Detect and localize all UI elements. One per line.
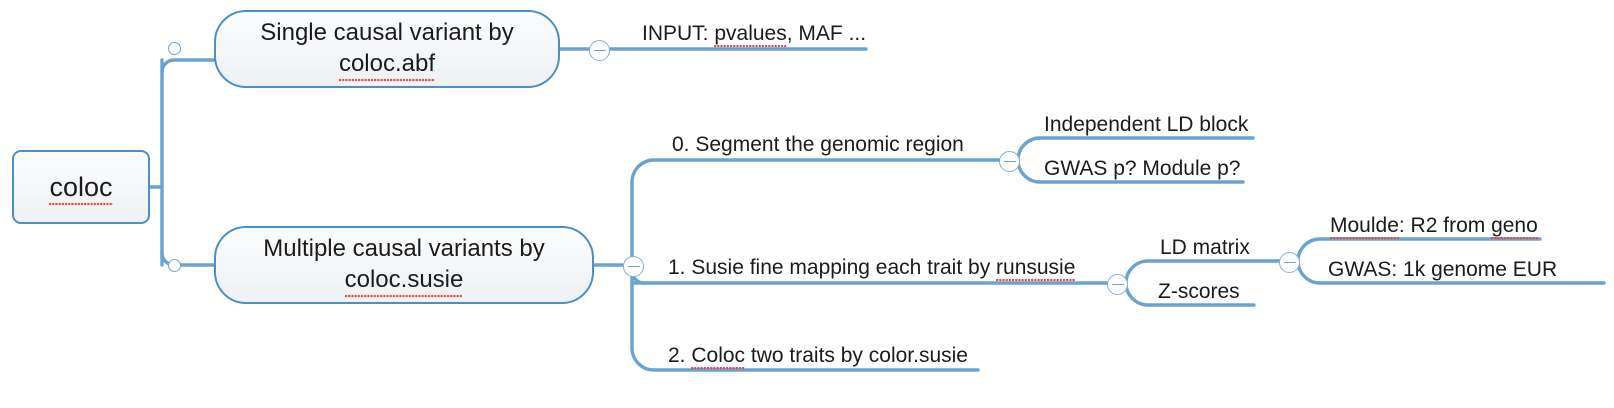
leaf-step-0-label: 0. Segment the genomic region <box>672 133 964 156</box>
leaf-step-2-misspelled: Coloc <box>691 344 746 370</box>
leaf-independent-ld-block-label: Independent LD block <box>1044 113 1249 136</box>
edge-root-to-abf <box>160 58 216 74</box>
leaf-z-scores[interactable]: Z-scores <box>1158 280 1240 304</box>
collapse-toggle-step-1[interactable] <box>1107 274 1128 295</box>
leaf-z-scores-label: Z-scores <box>1158 280 1240 303</box>
leaf-gwas-p-module-p-label: GWAS p? Module p? <box>1044 157 1241 180</box>
collapse-toggle-step-0[interactable] <box>999 151 1020 172</box>
leaf-geno-misspelled: geno <box>1491 214 1538 240</box>
leaf-gwas-1k-genome[interactable]: GWAS: 1k genome EUR <box>1328 258 1557 282</box>
root-label-text: coloc <box>49 170 113 206</box>
leaf-step-2[interactable]: 2. Coloc two traits by color.susie <box>668 344 968 370</box>
edge-susie-to-step0 <box>630 158 1002 184</box>
leaf-independent-ld-block[interactable]: Independent LD block <box>1044 113 1248 137</box>
leaf-input-prefix: INPUT: <box>642 22 715 45</box>
leaf-ld-matrix-label: LD matrix <box>1160 236 1250 259</box>
leaf-input-suffix: , MAF ... <box>786 22 867 45</box>
node-root-coloc[interactable]: coloc <box>12 150 150 224</box>
leaf-step-1-misspelled: runsusie <box>996 256 1076 282</box>
leaf-step-2-suffix: two traits by color.susie <box>745 344 968 367</box>
leaf-step-0[interactable]: 0. Segment the genomic region <box>672 133 964 157</box>
leaf-gwas-1k-genome-label: GWAS: 1k genome EUR <box>1328 258 1558 281</box>
root-label: coloc <box>49 170 113 206</box>
collapse-toggle-coloc-abf[interactable] <box>589 40 610 61</box>
branch0-line2: coloc.abf <box>338 49 436 82</box>
leaf-gwas-p-module-p[interactable]: GWAS p? Module p? <box>1044 157 1241 181</box>
leaf-step-1[interactable]: 1. Susie fine mapping each trait by runs… <box>668 256 1076 282</box>
edge-susie-to-step2 <box>630 346 980 372</box>
leaf-moulde-r2[interactable]: Moulde: R2 from geno <box>1330 214 1538 240</box>
leaf-step-2-prefix: 2. <box>668 344 692 367</box>
leaf-moulde-mid: : R2 from <box>1398 214 1492 237</box>
branch1-line1: Multiple causal variants by <box>263 235 545 263</box>
junction-dot-top[interactable] <box>168 42 181 55</box>
branch1-line2: coloc.susie <box>344 265 463 298</box>
junction-dot-bottom[interactable] <box>168 259 181 272</box>
collapse-toggle-coloc-susie[interactable] <box>623 256 644 277</box>
leaf-ld-matrix[interactable]: LD matrix <box>1160 236 1250 260</box>
leaf-input-misspelled: pvalues <box>714 22 788 48</box>
leaf-step-1-prefix: 1. Susie fine mapping each trait by <box>668 256 997 279</box>
leaf-input-pvalues[interactable]: INPUT: pvalues, MAF ... <box>642 22 867 48</box>
leaf-moulde-misspelled: Moulde <box>1330 214 1399 240</box>
collapse-toggle-ld-matrix[interactable] <box>1279 252 1300 273</box>
branch0-line1: Single causal variant by <box>260 19 514 47</box>
